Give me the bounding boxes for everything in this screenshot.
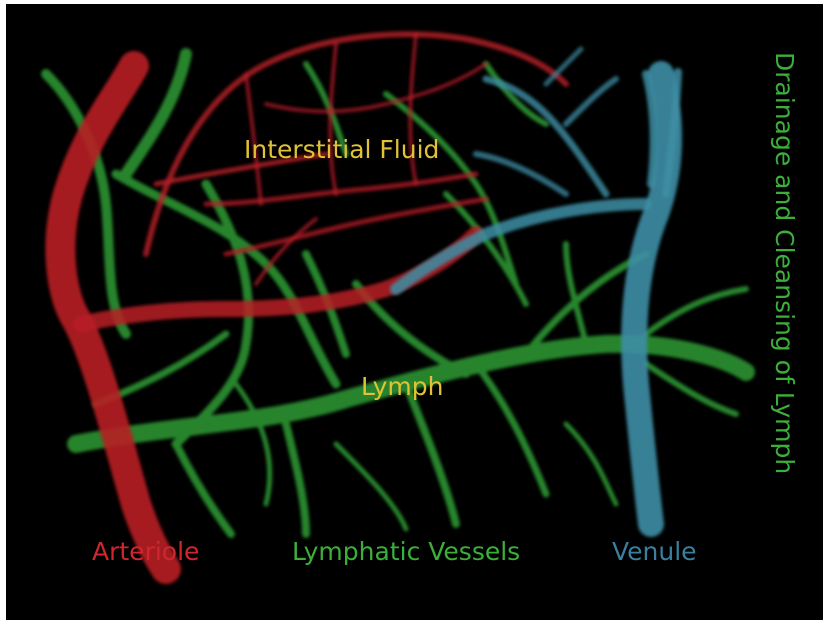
- side-title: Drainage and Cleansing of Lymph: [770, 52, 799, 474]
- lymphatic-vessels-label: Lymphatic Vessels: [292, 537, 520, 566]
- lymph-label: Lymph: [361, 372, 444, 401]
- arteriole-label: Arteriole: [92, 537, 199, 566]
- interstitial-fluid-label: Interstitial Fluid: [244, 135, 439, 164]
- venule-label: Venule: [612, 537, 697, 566]
- diagram-canvas: Interstitial Fluid Lymph Arteriole Lymph…: [6, 4, 823, 620]
- arteriole-network: [60, 34, 566, 569]
- capillary-bed-illustration: [6, 4, 823, 620]
